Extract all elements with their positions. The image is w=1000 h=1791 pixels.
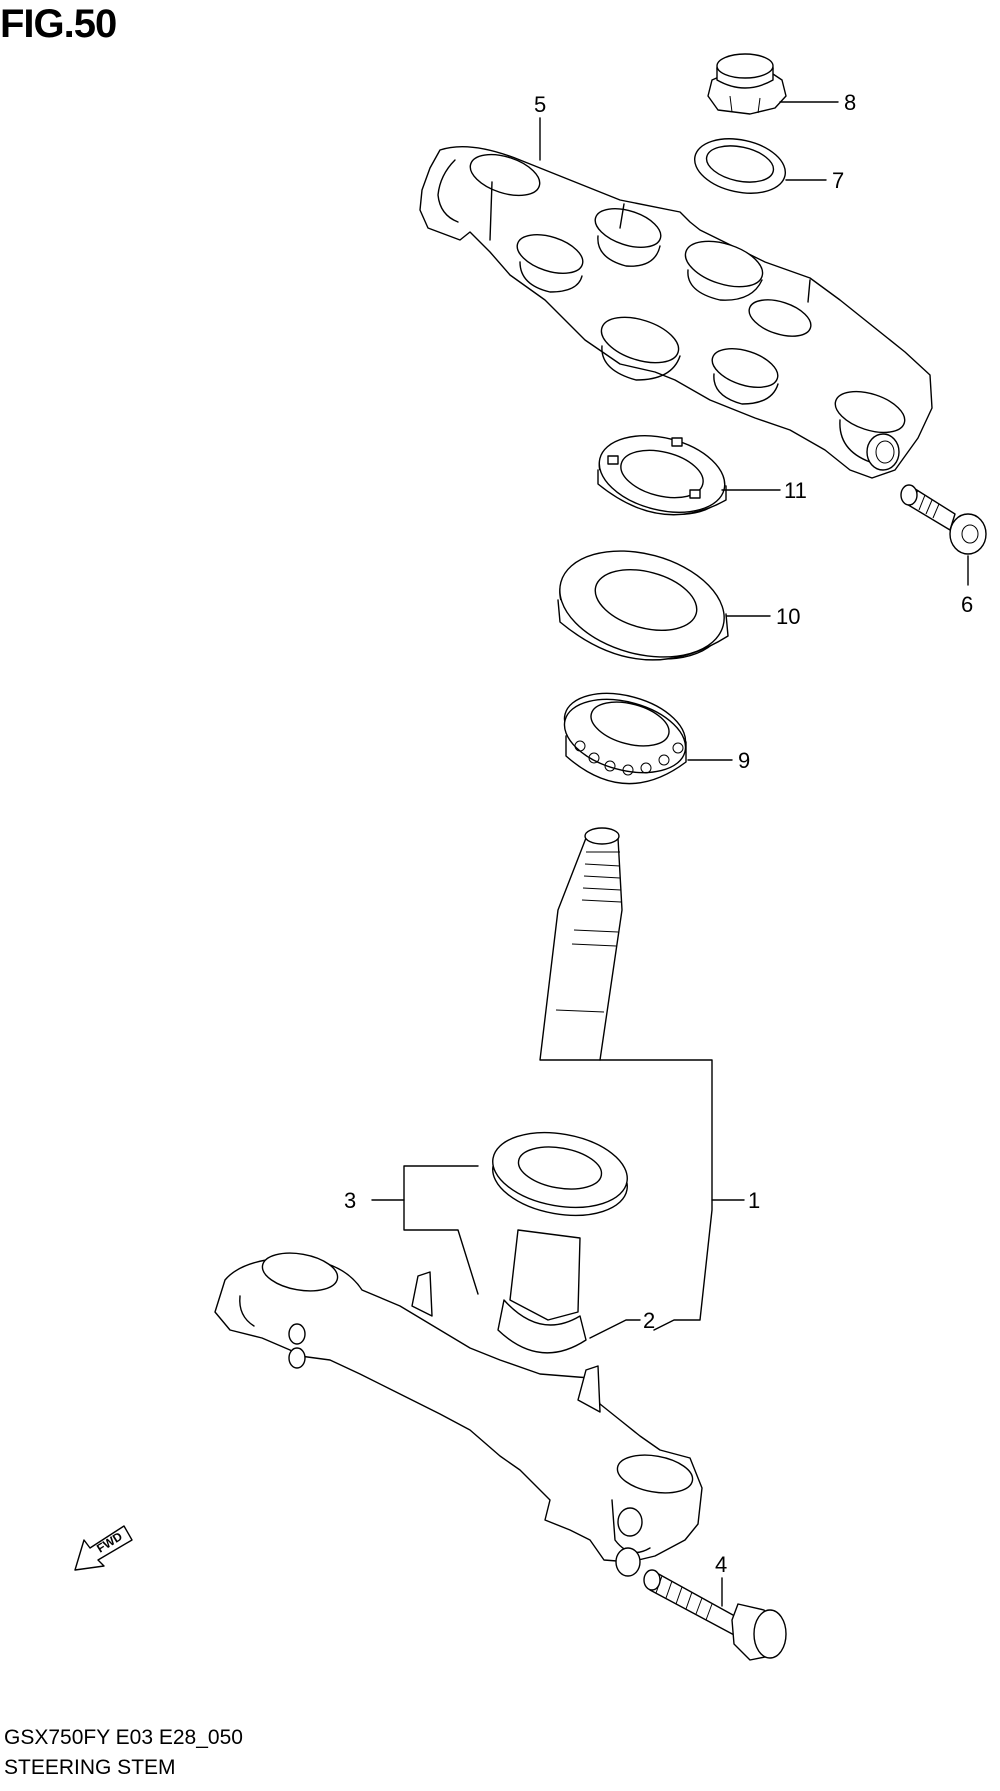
callout-4: 4: [715, 1552, 727, 1577]
callout-10: 10: [776, 604, 800, 629]
callout-11: 11: [784, 478, 807, 503]
lower-bracket-bolt-part: [643, 1569, 787, 1661]
steering-stem-part: [214, 827, 703, 1577]
leader-lines: [371, 101, 969, 1607]
callout-numbers: 5 8 7 11 6 10 9 1 2 3 4: [344, 90, 973, 1577]
upper-bracket-bolt-part: [900, 484, 987, 555]
callout-3: 3: [344, 1188, 356, 1213]
figure-title: FIG.50: [0, 2, 117, 46]
callout-8: 8: [844, 90, 856, 115]
model-code: GSX750FY E03 E28_050: [4, 1726, 243, 1749]
callout-2: 2: [643, 1308, 655, 1333]
callout-6: 6: [961, 592, 973, 617]
fwd-arrow-icon: FWD: [74, 1525, 133, 1571]
steering-bearing-part: [563, 692, 687, 785]
callout-5: 5: [534, 92, 546, 117]
lock-nut-part: [597, 435, 727, 516]
washer-part: [693, 138, 787, 194]
stem-head-nut-part: [707, 53, 787, 115]
upper-bracket-part: [419, 146, 933, 479]
dust-seal-ring-part: [557, 550, 729, 661]
callout-1: 1: [748, 1188, 760, 1213]
callout-9: 9: [738, 748, 750, 773]
section-title: STEERING STEM: [4, 1756, 176, 1779]
callout-7: 7: [832, 168, 844, 193]
